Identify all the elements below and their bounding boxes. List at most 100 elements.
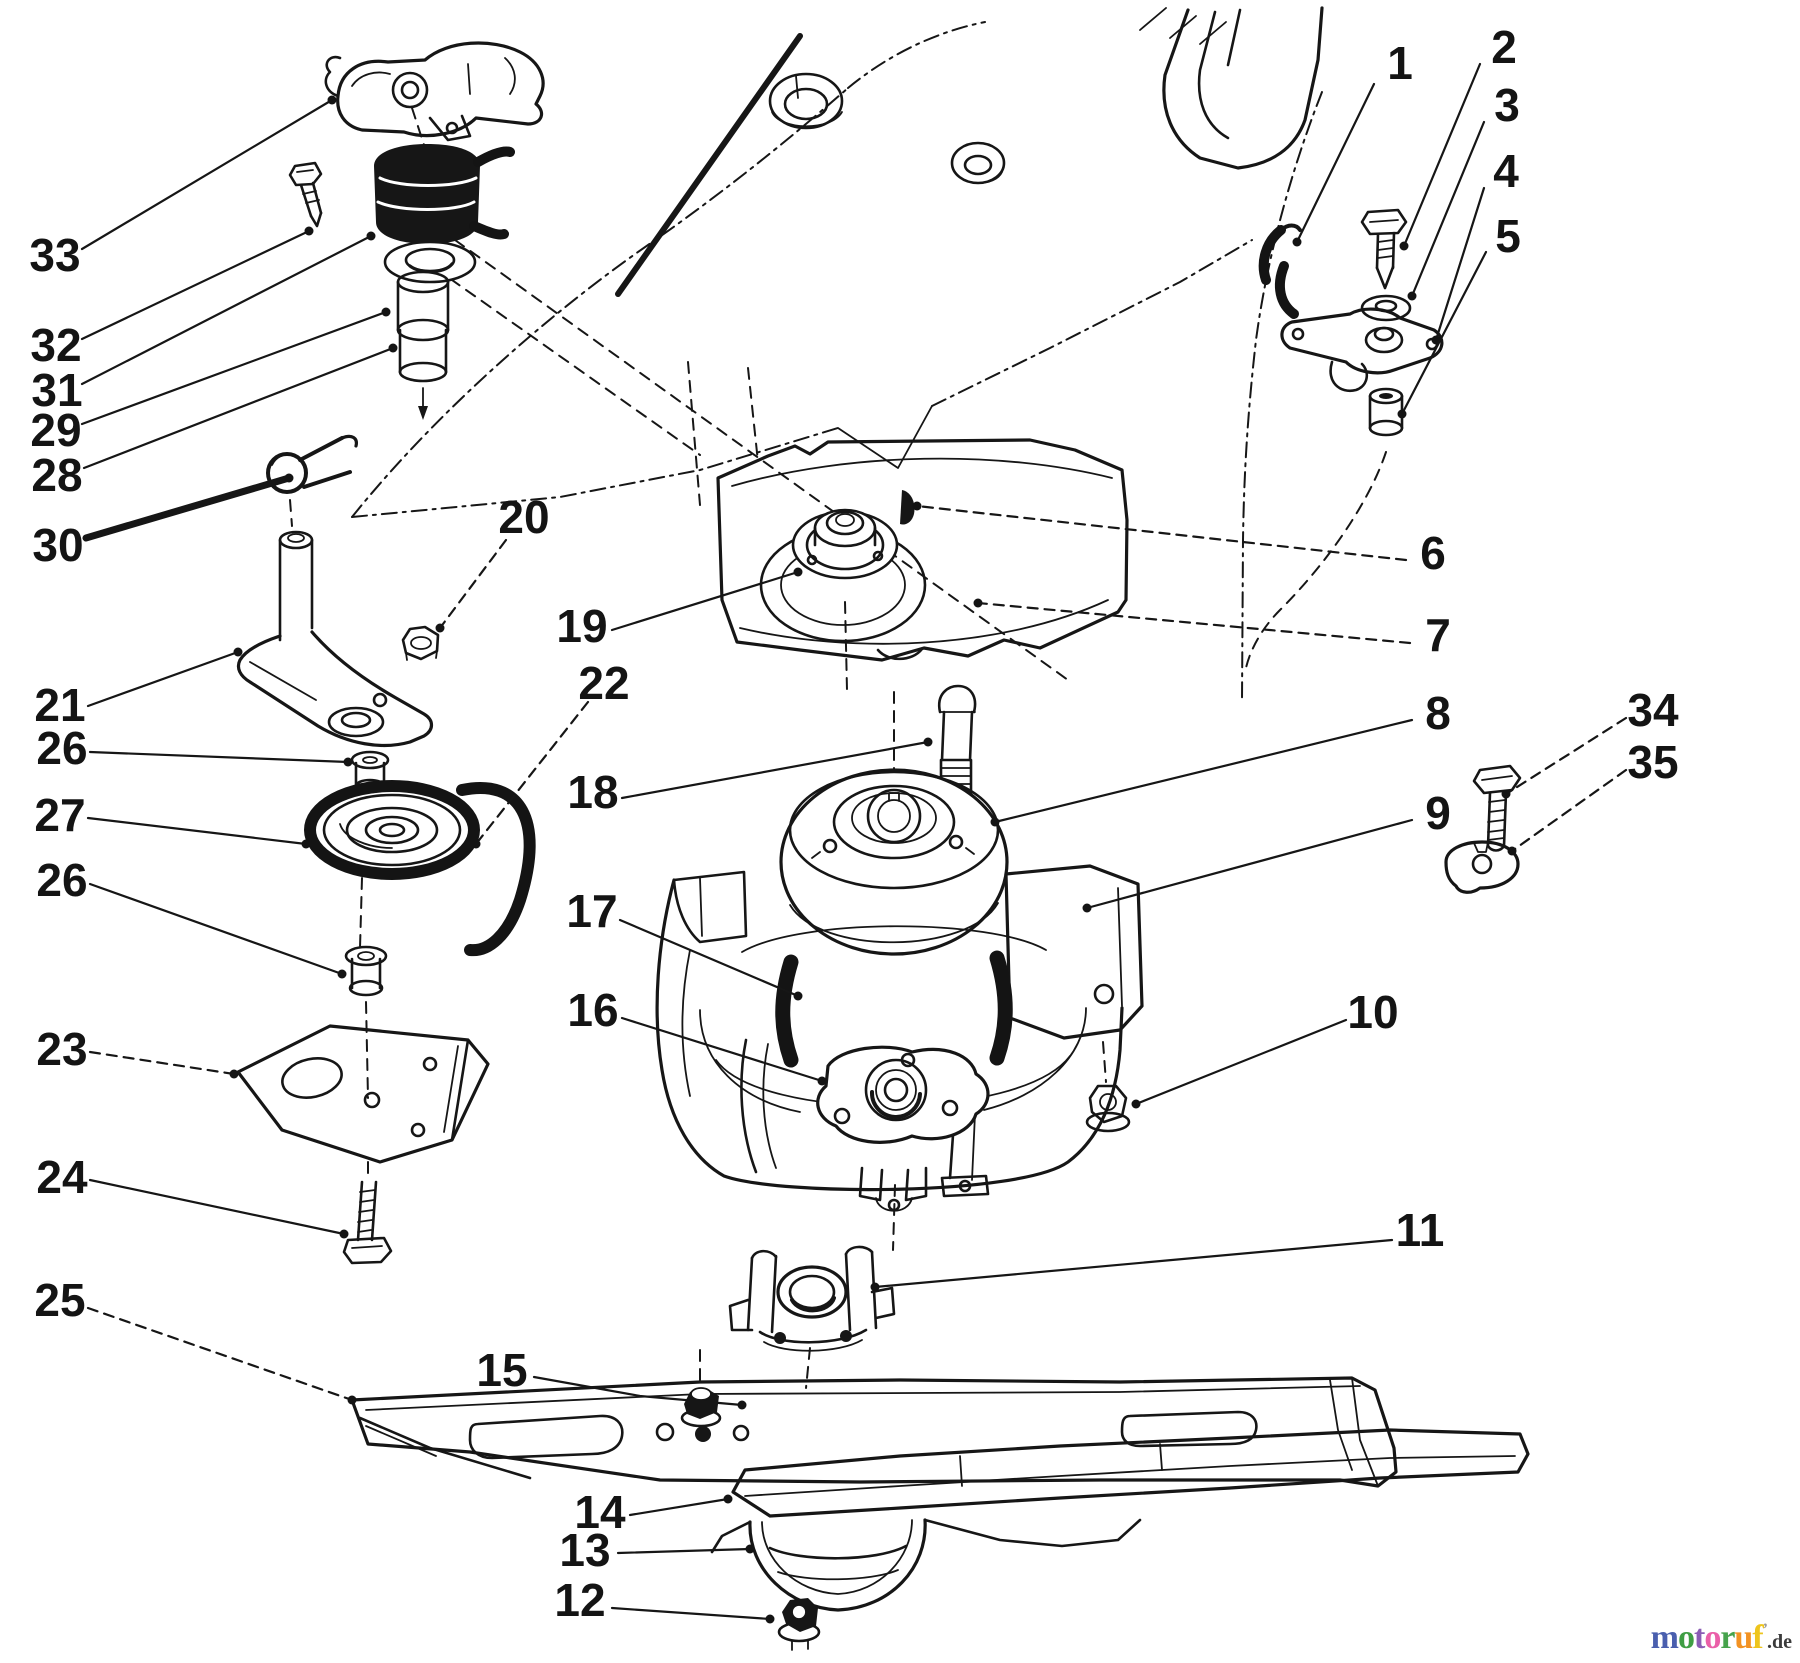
mower-deck-outline [351, 21, 1323, 701]
callout-leader-15 [532, 1375, 744, 1407]
callout-leader-13 [616, 1547, 752, 1555]
callout-label-10: 10 [1347, 986, 1398, 1038]
callout-leader-34 [1504, 716, 1628, 796]
callout-leader-35 [1510, 768, 1628, 853]
assembly-axis-lines [289, 107, 1387, 1389]
part-7-mount-plate [716, 438, 1129, 662]
callout-label-12: 12 [554, 1574, 605, 1626]
callout-label-35: 35 [1627, 736, 1678, 788]
callout-leader-14 [628, 1497, 730, 1517]
part-2-bolt [1360, 208, 1408, 290]
callout-arrow-34 [1501, 789, 1511, 799]
callout-label-9: 9 [1425, 787, 1451, 839]
callout-arrow-24 [339, 1229, 349, 1239]
part-22-belt [304, 780, 536, 957]
part-27-idler-pulley [322, 793, 462, 867]
callout-label-31: 31 [31, 364, 82, 416]
callout-arrow-3 [1407, 291, 1417, 301]
callout-leader-28 [82, 346, 395, 470]
callout-arrow-8 [990, 817, 1000, 827]
callout-label-26a: 26 [36, 722, 87, 774]
callout-arrow-7 [973, 598, 983, 608]
callout-label-3: 3 [1494, 79, 1520, 131]
part-5-spacer [1368, 387, 1404, 437]
callout-arrow-5 [1397, 409, 1407, 419]
motoruf-letter: r [1720, 1619, 1735, 1656]
callout-arrow-26b [337, 969, 347, 979]
motoruf-letter: m [1650, 1619, 1679, 1656]
callout-arrow-6 [912, 501, 922, 511]
callout-arrow-15 [737, 1400, 747, 1410]
callout-label-29: 29 [30, 404, 81, 456]
callout-arrow-35 [1507, 846, 1517, 856]
part-35-washer [1444, 840, 1520, 894]
callout-arrow-11 [870, 1282, 880, 1292]
callout-label-16: 16 [567, 984, 618, 1036]
callout-label-19: 19 [556, 600, 607, 652]
deck-grommet-left [768, 72, 844, 130]
callout-label-21: 21 [34, 679, 85, 731]
callout-leader-26a [88, 750, 350, 764]
part-15-nut [680, 1387, 722, 1428]
callout-label-2: 2 [1491, 21, 1517, 73]
callout-arrow-28 [388, 343, 398, 353]
callout-label-22: 22 [578, 657, 629, 709]
part-13-shield [710, 1518, 1142, 1612]
callout-arrow-12 [765, 1614, 775, 1624]
part-26-bushing-lower [344, 945, 388, 997]
callout-leader-33 [80, 98, 334, 251]
callout-leader-9 [1085, 818, 1414, 910]
callout-label-26b: 26 [36, 854, 87, 906]
callout-label-4: 4 [1493, 145, 1519, 197]
part-25-blade [350, 1376, 1398, 1488]
motoruf-letter: o [1704, 1619, 1721, 1656]
callout-arrow-14 [723, 1494, 733, 1504]
callout-arrow-20 [435, 623, 445, 633]
part-4-lever [1280, 307, 1444, 393]
callout-arrow-9 [1082, 903, 1092, 913]
callout-leader-25 [86, 1306, 354, 1402]
callout-arrow-32 [304, 226, 314, 236]
callout-arrow-1 [1292, 237, 1302, 247]
callout-label-34: 34 [1627, 684, 1679, 736]
callout-arrow-30 [284, 473, 294, 483]
callout-arrow-23 [229, 1069, 239, 1079]
part-20-nut [401, 625, 440, 661]
callout-arrow-10 [1131, 1099, 1141, 1109]
callout-leader-7 [976, 601, 1412, 645]
callout-arrow-2 [1399, 241, 1409, 251]
callout-label-7: 7 [1425, 609, 1451, 661]
motoruf-wordmark: motoruf [1650, 1619, 1764, 1656]
callout-label-23: 23 [36, 1023, 87, 1075]
callout-label-28: 28 [31, 449, 82, 501]
part-34-bolt [1472, 764, 1522, 852]
callout-label-6: 6 [1420, 527, 1446, 579]
callout-leader-18 [620, 740, 930, 800]
callout-arrow-22 [471, 839, 481, 849]
callout-arrow-27 [301, 839, 311, 849]
part-21-idler-arm [236, 530, 434, 748]
callout-leader-11 [873, 1238, 1394, 1289]
callout-arrow-16 [817, 1076, 827, 1086]
motoruf-letter: t [1694, 1619, 1705, 1656]
callout-leader-17 [618, 918, 800, 998]
part-30-clip [266, 434, 358, 494]
callout-label-1: 1 [1387, 37, 1413, 89]
callout-leader-21 [86, 650, 240, 708]
callout-leader-29 [80, 310, 388, 426]
callout-leader-23 [88, 1050, 236, 1076]
callout-label-15: 15 [476, 1344, 527, 1396]
callout-label-33: 33 [29, 229, 80, 281]
deck-grommet-right [950, 141, 1006, 185]
motoruf-letter: o [1678, 1619, 1695, 1656]
part-32-bolt [288, 161, 323, 228]
callout-arrow-21 [233, 647, 243, 657]
part-24-bolt [342, 1180, 393, 1265]
callout-leader-8 [993, 718, 1414, 824]
callout-leader-24 [88, 1178, 346, 1236]
callout-leader-20 [438, 538, 508, 630]
part-31-spring [374, 144, 515, 244]
callout-label-25: 25 [34, 1274, 85, 1326]
